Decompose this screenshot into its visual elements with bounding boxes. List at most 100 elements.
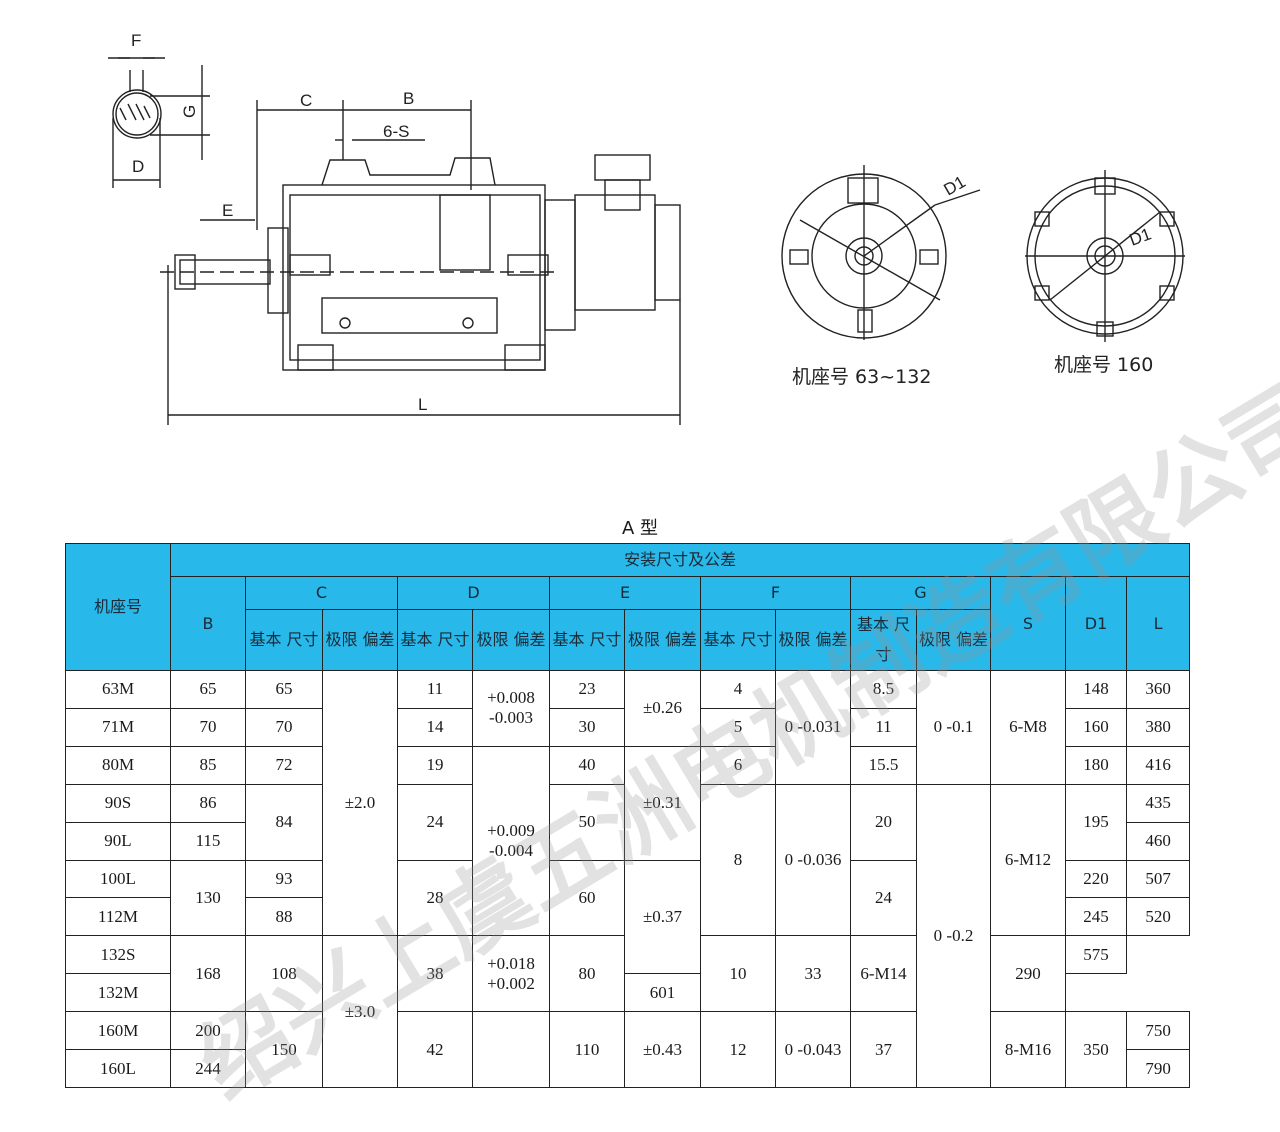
cell-d-tol: +0.009 -0.004: [472, 745, 550, 937]
cell-b: 115: [170, 821, 246, 861]
header-f-basic: 基本 尺寸: [700, 609, 776, 671]
label-d: D: [132, 157, 144, 176]
cell-l: 575: [1065, 935, 1127, 975]
cell-l: 460: [1125, 821, 1191, 861]
cell-frame: 90L: [65, 821, 171, 861]
cell-frame: 80M: [65, 745, 171, 785]
table-row: 160L 244 790: [65, 1049, 1191, 1088]
cell-d1: 245: [1065, 897, 1127, 937]
label-c: C: [300, 91, 312, 110]
cell-c: 93: [245, 859, 323, 899]
cell-frame: 100L: [65, 859, 171, 899]
table-title: A 型: [621, 518, 659, 539]
motor-side-view: [174, 154, 681, 371]
table-row: 90S 86 84 24 50 8 0 -0.036 20 0 -0.2 6-M…: [65, 783, 1191, 1089]
cell-s: 6-M12: [990, 783, 1066, 937]
cell-d: 28: [397, 859, 473, 937]
cell-l: 435: [1125, 783, 1191, 823]
header-d1: D1: [1065, 576, 1127, 671]
table-row: 132M 601: [65, 973, 1190, 1013]
cell-l: 360: [1125, 670, 1191, 709]
cell-e: 110: [549, 1011, 625, 1088]
cell-l: 507: [1125, 859, 1191, 899]
cell-b: 85: [170, 745, 246, 785]
cell-l: 416: [1125, 745, 1191, 785]
cell-g-tol: 0 -0.1: [916, 670, 991, 785]
cell-e-tol: ±0.31: [624, 745, 701, 861]
cell-c: 108: [245, 935, 323, 1013]
header-f: F: [700, 576, 851, 610]
cell-d1: 350: [1065, 1011, 1127, 1088]
cell-d: 42: [397, 1011, 473, 1088]
cell-b: 86: [170, 783, 246, 823]
cell-g-tol: 0 -0.2: [916, 783, 991, 1089]
cell-d1: 160: [1065, 707, 1127, 747]
cell-frame: 112M: [65, 897, 171, 937]
cell-l: 601: [624, 973, 701, 1013]
cell-d-tol: +0.008 -0.003: [472, 670, 550, 747]
cell-g: 20: [850, 783, 917, 861]
cell-e-tol: ±0.37: [624, 859, 701, 975]
cell-d1: 290: [990, 935, 1066, 1013]
cell-d1: 195: [1065, 783, 1127, 861]
cell-frame: 63M: [65, 670, 171, 709]
end-view-63-132: [781, 165, 981, 340]
cell-e-tol: ±0.43: [624, 1011, 701, 1088]
cell-s: 6-M8: [990, 670, 1066, 785]
cell-frame: 132S: [65, 935, 171, 975]
cell-b: 130: [170, 859, 246, 937]
cell-e: 60: [549, 859, 625, 937]
table-row: 90L 115 460: [65, 821, 1191, 861]
cell-c-tol: ±3.0: [322, 935, 398, 1088]
cell-frame: 160M: [65, 1011, 171, 1051]
cell-f: 5: [700, 707, 776, 747]
cell-f: 10: [700, 935, 776, 1013]
cell-g: 33: [775, 935, 851, 1013]
label-e: E: [222, 201, 233, 220]
cell-c: 88: [245, 897, 323, 937]
cell-f: 12: [700, 1011, 776, 1088]
header-s: S: [990, 576, 1066, 671]
header-d: D: [397, 576, 550, 610]
cell-g: 37: [850, 1011, 917, 1088]
end-view-160: [1025, 170, 1185, 342]
cell-g: 11: [850, 707, 917, 747]
table-row: 112M 88 245 520: [65, 897, 1191, 937]
cell-e: 50: [549, 783, 625, 861]
shaft-section-view: [108, 57, 210, 188]
cell-f-tol: 0 -0.031: [775, 670, 851, 785]
label-g: G: [180, 105, 199, 118]
table-row: 100L 130 93 28 60 ±0.37 24 220 507: [65, 859, 1191, 975]
header-c: C: [245, 576, 398, 610]
cell-f: 4: [700, 670, 776, 709]
table-row: 63M 65 65 ±2.0 11 +0.008 -0.003 23 ±0.26…: [65, 669, 1191, 937]
table-row: 160M 200 150 42 +0.018 +0.002 110 ±0.43 …: [65, 1011, 1191, 1088]
header-group: 安装尺寸及公差: [169, 543, 1191, 577]
header-f-tol: 极限 偏差: [775, 609, 851, 671]
header-e-tol: 极限 偏差: [624, 609, 701, 671]
cell-e: 30: [549, 707, 625, 747]
header-c-basic: 基本 尺寸: [245, 609, 323, 671]
cell-d-tol: +0.018 +0.002: [472, 935, 550, 1013]
label-6s: 6-S: [383, 122, 409, 141]
cell-e-tol: ±0.26: [624, 670, 701, 747]
header-b: B: [170, 576, 246, 671]
cell-d: 38: [397, 935, 473, 1013]
header-d-basic: 基本 尺寸: [397, 609, 473, 671]
cell-d: 11: [397, 670, 473, 709]
cell-g: 8.5: [850, 670, 917, 709]
header-l: L: [1125, 576, 1191, 671]
header-d-tol: 极限 偏差: [472, 609, 550, 671]
cell-g: 24: [850, 859, 917, 937]
label-b: B: [403, 89, 414, 108]
cell-f-tol: 0 -0.043: [775, 1011, 851, 1088]
cell-s: 8-M16: [990, 1011, 1066, 1088]
cell-b: 70: [170, 707, 246, 747]
cell-c: 72: [245, 745, 323, 785]
cell-l: 380: [1125, 707, 1191, 747]
cell-e: 80: [549, 935, 625, 1013]
cell-s: 6-M14: [850, 935, 917, 1013]
cell-l: 750: [1125, 1011, 1191, 1051]
cell-l: 520: [1125, 897, 1191, 937]
cell-b: 168: [170, 935, 246, 1013]
